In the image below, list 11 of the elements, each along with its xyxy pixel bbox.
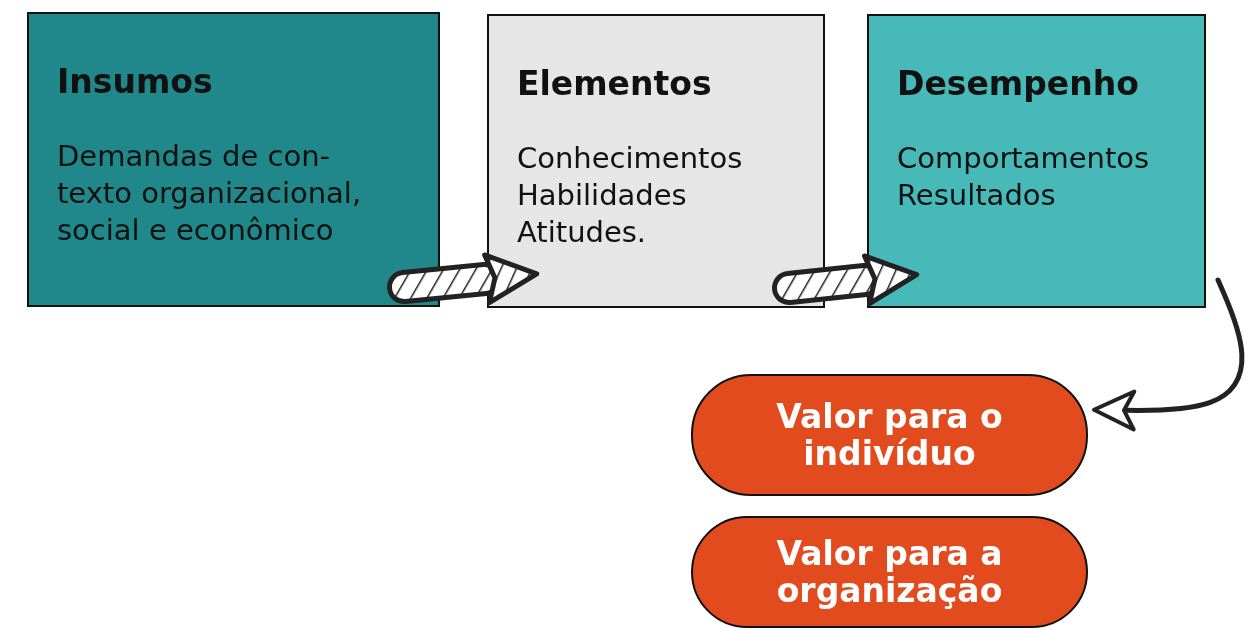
- box-text: Demandas de con-texto organizacional, social e econômico: [57, 138, 363, 249]
- box-text: Conhecimentos Habilidades Atitudes.: [517, 140, 744, 251]
- process-box: [487, 14, 825, 308]
- box-heading: Elementos: [517, 64, 712, 103]
- process-box: [27, 12, 440, 307]
- box-heading: Insumos: [57, 62, 213, 101]
- box-label: Valor para o indivíduo: [775, 398, 1004, 472]
- box-label: Valor para a organização: [775, 535, 1004, 609]
- process-box: [867, 14, 1206, 308]
- box-text: Comportamentos Resultados: [897, 140, 1151, 214]
- box-heading: Desempenho: [897, 64, 1139, 103]
